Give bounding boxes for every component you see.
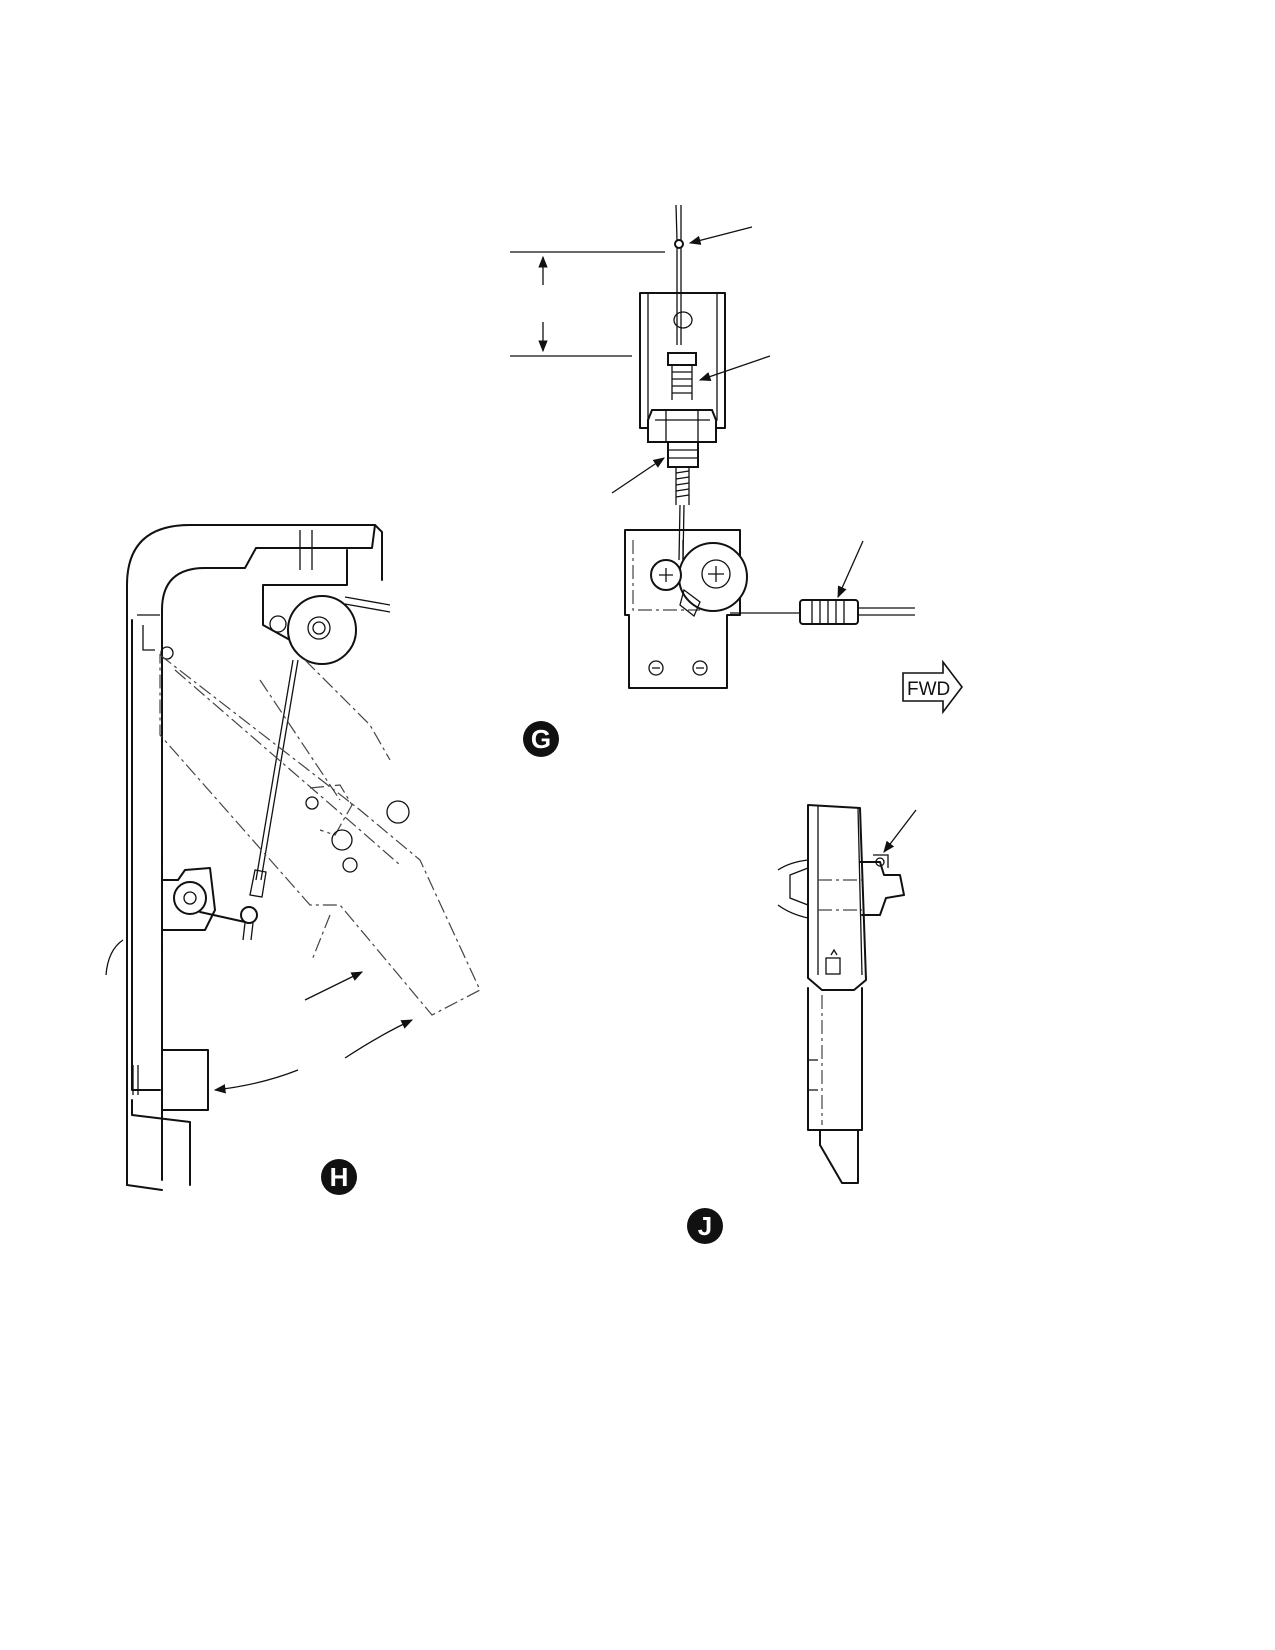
- view-j-badge-label: J: [698, 1211, 712, 1241]
- leader-arrow-turnbuckle: [698, 355, 771, 382]
- view-h-badge-label: H: [330, 1162, 349, 1192]
- latch-handle: [807, 804, 867, 991]
- control-cable: [255, 659, 299, 881]
- door-frame: [126, 524, 376, 1186]
- fwd-arrow: FWD: [902, 659, 964, 715]
- swing-arc-arrow: [344, 1019, 414, 1059]
- view-g-badge: G: [523, 721, 559, 757]
- view-g-illustration: [510, 204, 915, 689]
- upper-pulley: [287, 595, 357, 665]
- leader-arrow-connector: [837, 540, 864, 599]
- cable-connector: [799, 599, 859, 625]
- view-h-badge: H: [321, 1159, 357, 1195]
- bellcrank-pivot: [173, 881, 207, 915]
- cable-ball-end: [674, 239, 684, 249]
- leader-arrow-safety-pin: [883, 809, 917, 853]
- view-h-illustration: [105, 524, 481, 1191]
- jam-nut: [647, 409, 717, 443]
- cable-bracket: [639, 292, 726, 429]
- leader-arrow-closed-edge: [213, 1069, 299, 1094]
- view-j-illustration: [777, 804, 917, 1184]
- pulley: [678, 542, 748, 612]
- leader-arrow-open-edge: [304, 971, 364, 1001]
- open-position-outline: [159, 653, 481, 1016]
- fwd-label: FWD: [907, 679, 950, 700]
- view-g-badge-label: G: [531, 724, 551, 754]
- leader-arrow-locknut: [611, 457, 665, 494]
- view-j-badge: J: [687, 1208, 723, 1244]
- leader-arrow-cable-ball: [688, 226, 753, 245]
